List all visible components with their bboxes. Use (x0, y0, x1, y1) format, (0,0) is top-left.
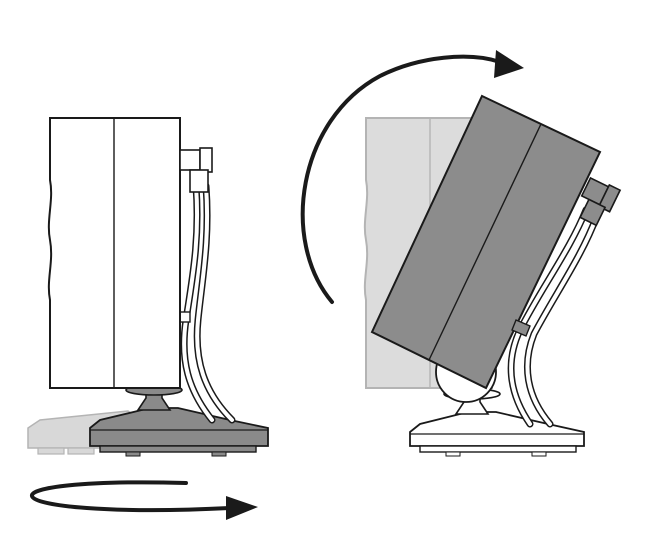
horizontal-rotation-arrow-icon (30, 480, 258, 520)
tilt-base (409, 411, 585, 457)
right-cable-connector (579, 176, 622, 227)
tilted-camera-body (370, 94, 602, 390)
left-cable-connector (179, 147, 213, 193)
left-camera-body (47, 117, 181, 389)
tilt-rotation-arrow-icon (300, 50, 524, 304)
right-camera-assembly (363, 94, 622, 457)
left-cable (179, 182, 236, 424)
swivel-base (89, 407, 269, 457)
left-camera-assembly (27, 117, 269, 457)
